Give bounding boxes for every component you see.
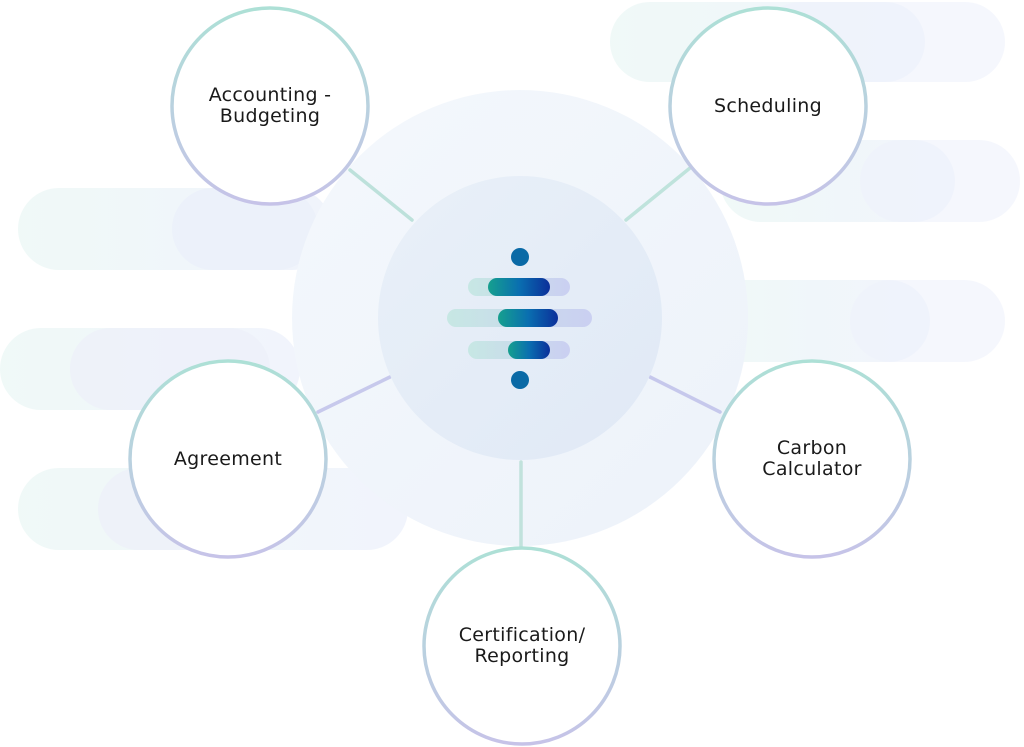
- node-agreement: [128, 359, 328, 559]
- node-scheduling: [668, 6, 868, 206]
- connector-accounting: [348, 168, 414, 222]
- connectors: [316, 166, 722, 549]
- nodes: [128, 6, 912, 746]
- connector-carbon: [648, 375, 722, 414]
- stacked-bars-logo-icon: [447, 248, 592, 389]
- node-certification: [422, 546, 622, 746]
- connector-agreement: [316, 375, 392, 414]
- connector-scheduling: [624, 166, 692, 222]
- node-carbon: [712, 359, 912, 559]
- node-accounting: [170, 6, 370, 206]
